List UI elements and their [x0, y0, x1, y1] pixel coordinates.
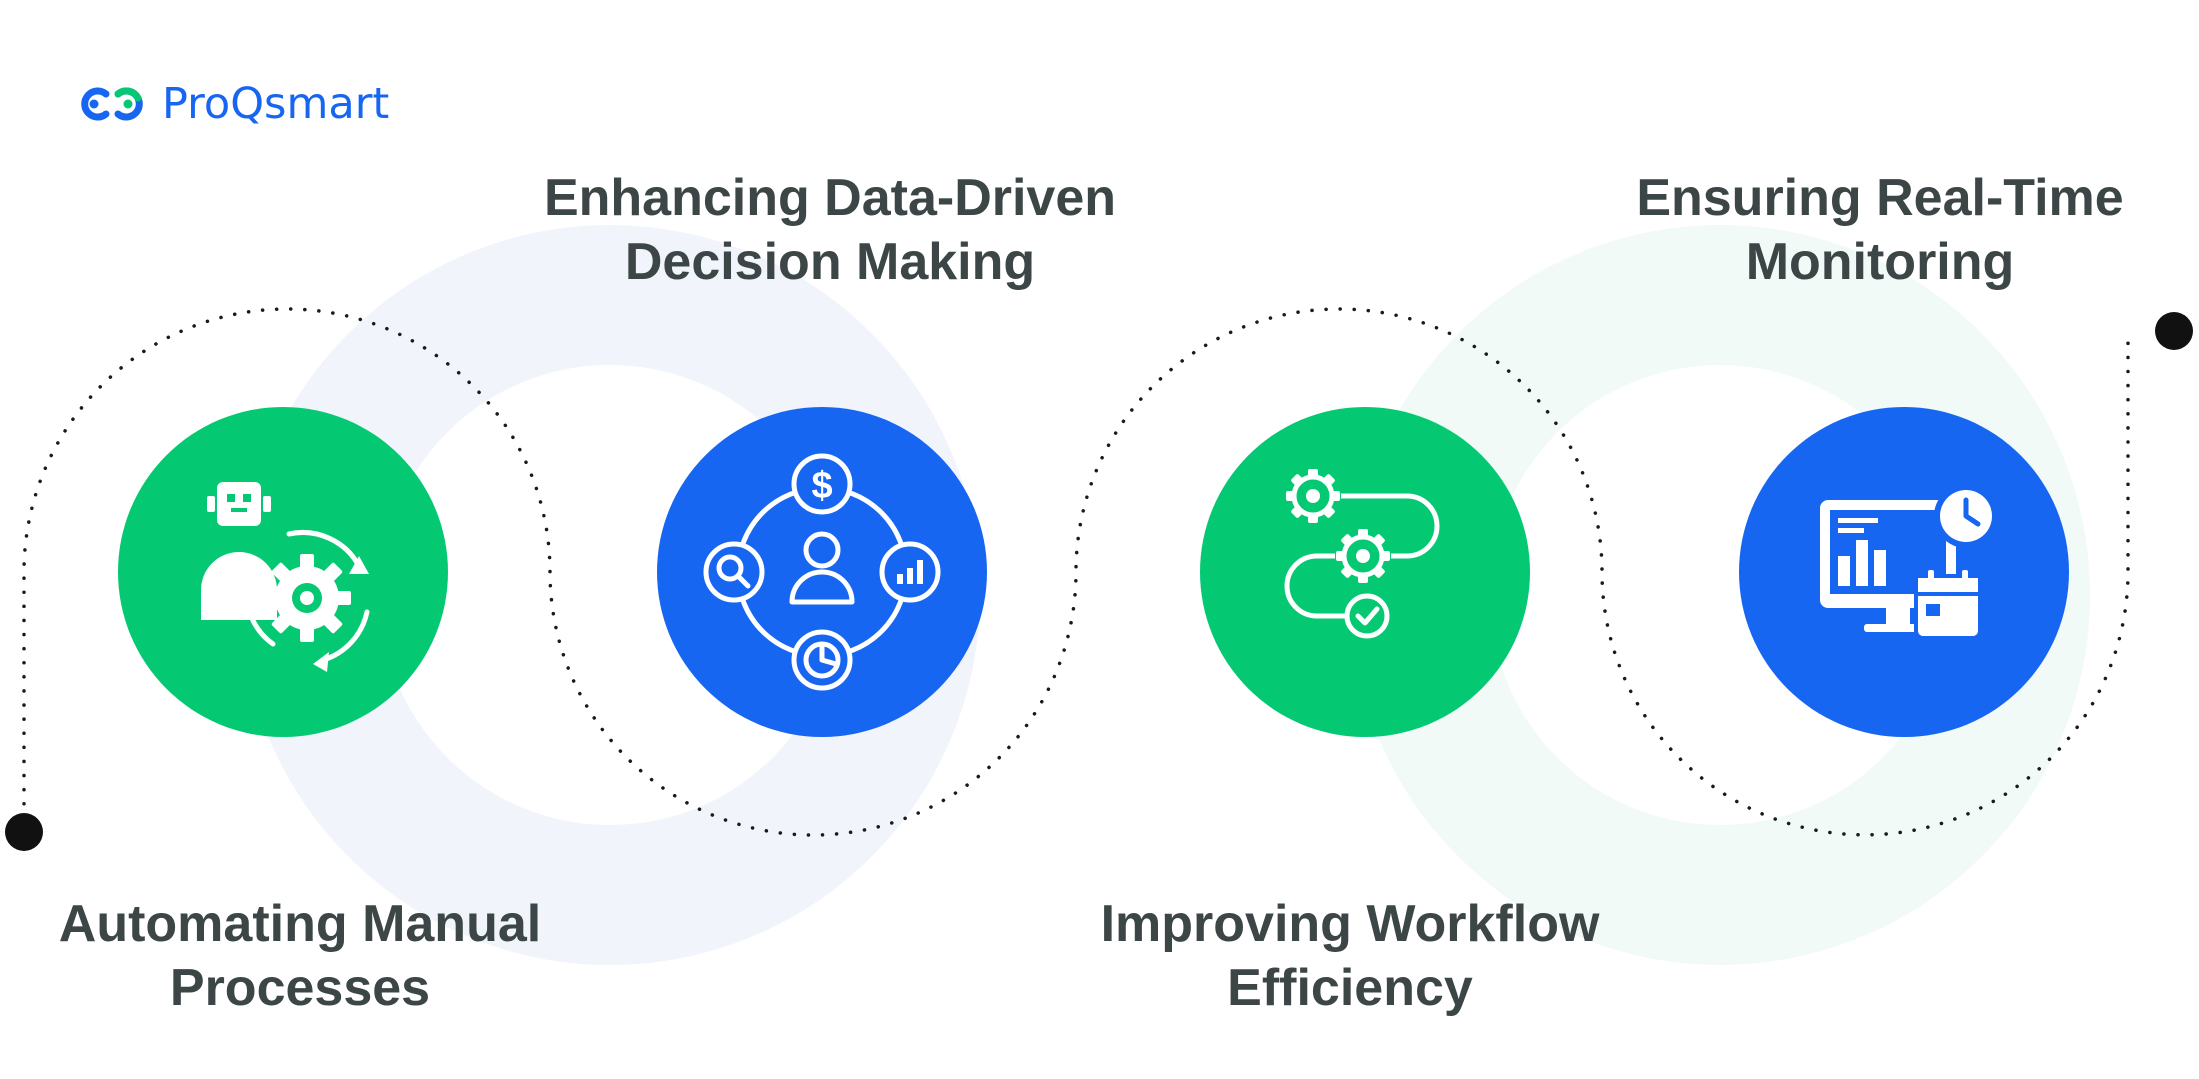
step-title-data-driven: Enhancing Data-Driven Decision Making — [500, 166, 1160, 294]
step-title-line1: Automating Manual — [58, 895, 542, 953]
step-title-line1: Ensuring Real-Time — [1636, 169, 2124, 227]
workflow-gears-icon — [1284, 468, 1440, 639]
step-title-line1: Enhancing Data-Driven — [543, 169, 1117, 227]
step-title-line1: Improving Workflow — [1100, 895, 1600, 953]
infinity-link-logo-icon — [81, 87, 143, 121]
brand-logo[interactable]: ProQsmart — [76, 76, 389, 132]
path-start-dot — [5, 813, 43, 851]
step-title-automating: Automating Manual Processes — [20, 892, 580, 1020]
step-title-line2: Efficiency — [1227, 959, 1473, 1017]
monitor-dashboard-clock-icon — [1820, 484, 1998, 640]
step-title-monitoring: Ensuring Real-Time Monitoring — [1570, 166, 2190, 294]
step-title-workflow: Improving Workflow Efficiency — [1070, 892, 1630, 1020]
brand-name: ProQsmart — [162, 79, 390, 129]
step-title-line2: Decision Making — [624, 233, 1036, 291]
step-circle-workflow — [1200, 407, 1530, 737]
step-title-line2: Monitoring — [1745, 233, 2015, 291]
svg-text:$: $ — [811, 465, 832, 507]
step-circle-monitoring — [1739, 407, 2069, 737]
robot-gear-automation-icon — [201, 482, 370, 672]
step-circle-data-driven: $ — [657, 407, 987, 737]
step-title-line2: Processes — [169, 959, 431, 1017]
data-decision-network-icon: $ — [703, 453, 941, 691]
path-end-dot — [2155, 312, 2193, 350]
step-circle-automating — [118, 407, 448, 737]
dotted-connector-path — [22, 307, 2130, 837]
